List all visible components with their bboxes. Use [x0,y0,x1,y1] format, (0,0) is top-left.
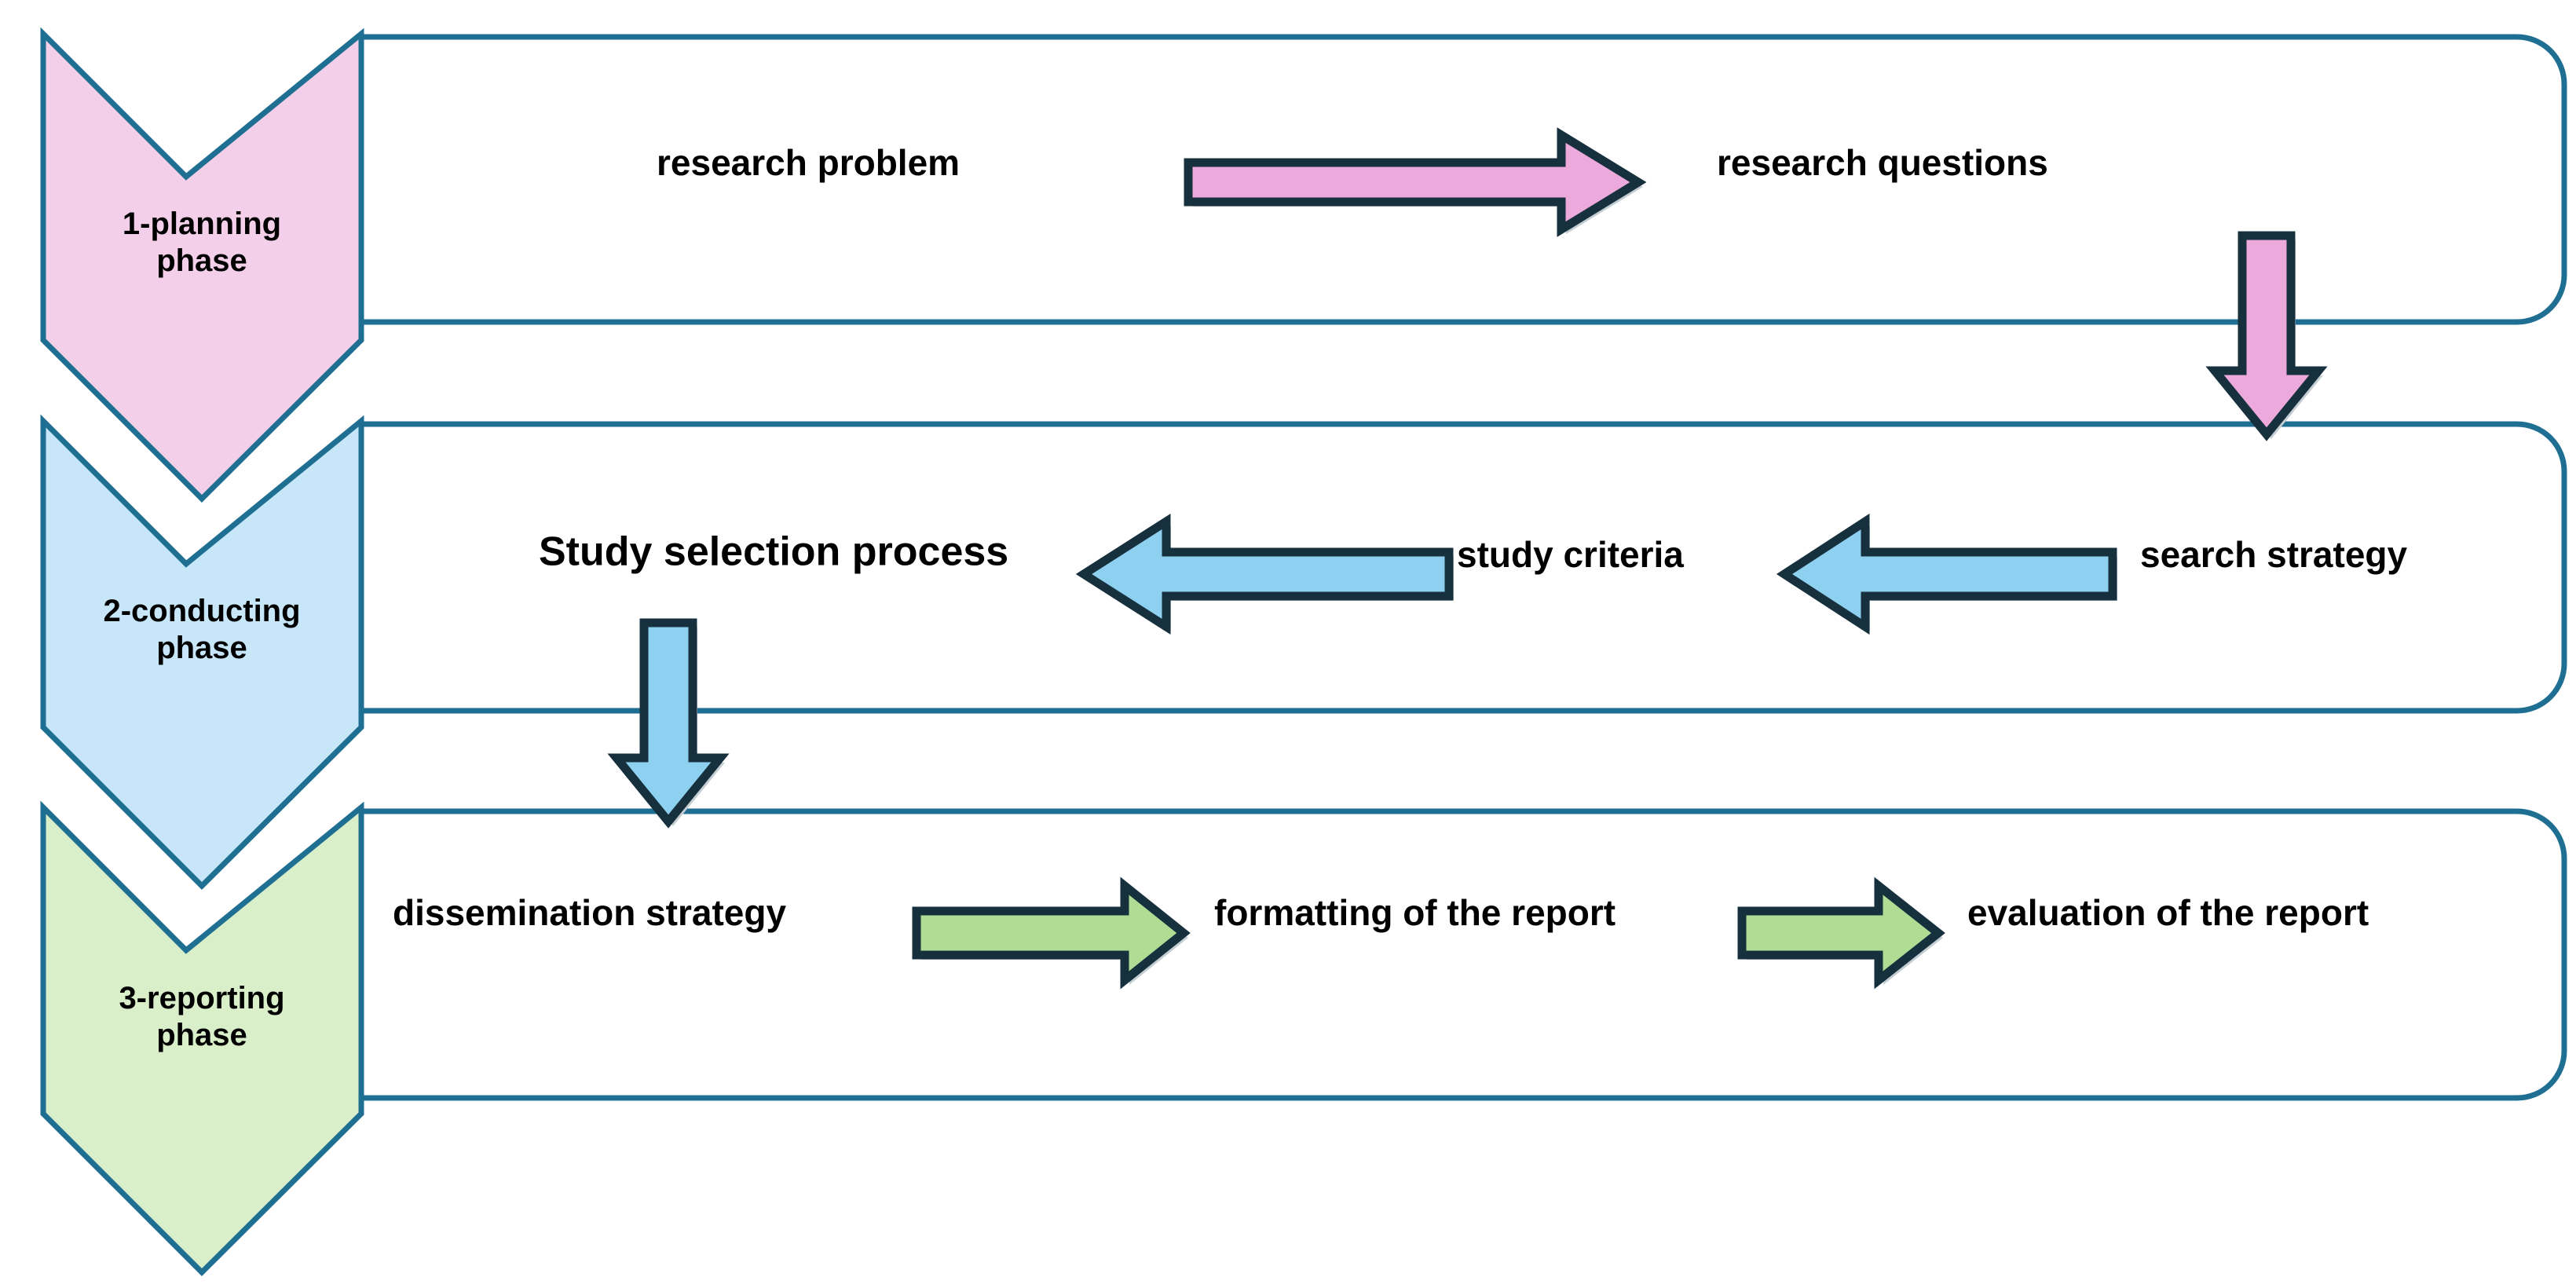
arrow-criteria-to-selection [1075,513,1454,635]
phase1-label: 1-planning phase [122,207,282,279]
phase3-box [358,808,2567,1101]
arrow-conducting-to-reporting [607,618,730,829]
phase2-box [358,421,2567,714]
arrow-planning-to-conducting [2205,231,2328,441]
phase2-label: 2-conducting phase [103,594,301,666]
phase3-label: 3-reporting phase [119,981,285,1053]
arrow-formatting-to-evaluation [1737,876,1945,990]
arrow-strategy-to-criteria [1776,513,2117,635]
node-study-criteria: study criteria [1457,533,1684,575]
phase2-chevron [40,414,364,890]
phase1-chevron [40,27,364,503]
node-research-problem: research problem [657,141,961,183]
node-research-questions: research questions [1717,141,2048,183]
node-evaluation-of-the-report: evaluation of the report [1967,891,2369,933]
arrow-problem-to-questions [1184,127,1647,237]
node-formatting-of-the-report: formatting of the report [1214,891,1616,933]
arrow-dissemination-to-formatting [912,876,1191,990]
phase3-chevron [40,800,364,1276]
node-dissemination-strategy: dissemination strategy [393,891,787,933]
node-study-selection-process: Study selection process [539,529,1009,575]
node-search-strategy: search strategy [2140,533,2408,575]
